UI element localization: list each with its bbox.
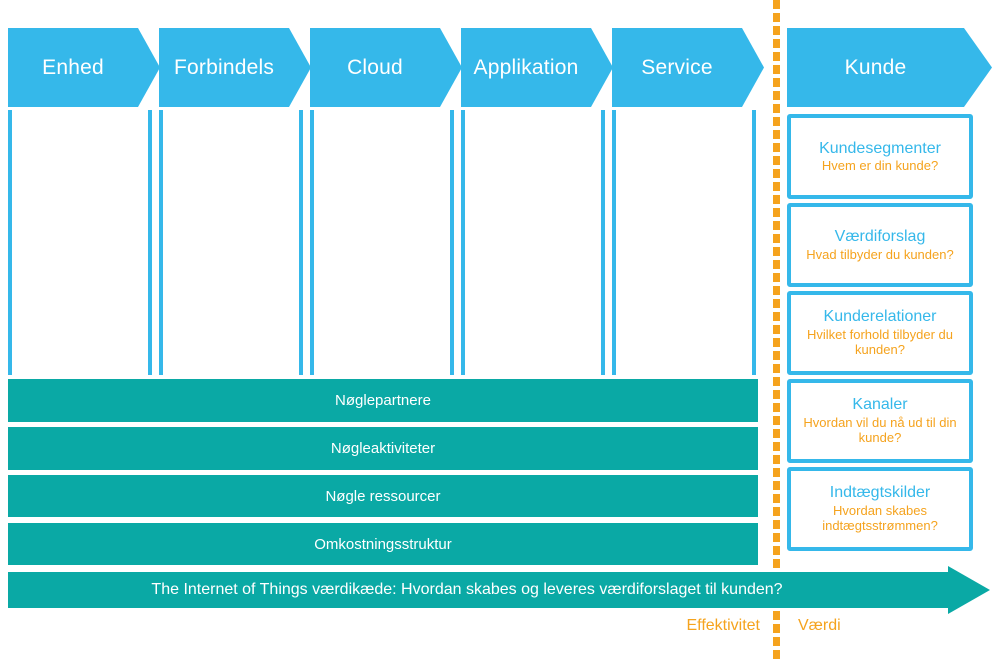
value-chain-header-service[interactable]: Service bbox=[612, 28, 764, 107]
card-title: Indtægtskilder bbox=[829, 484, 931, 502]
teal-bar-label: Nøgleaktiviteter bbox=[330, 440, 436, 457]
card-subtitle: Hvad tilbyder du kunden? bbox=[806, 246, 954, 262]
card-subtitle: Hvem er din kunde? bbox=[821, 158, 939, 174]
card-title: Kanaler bbox=[852, 396, 908, 414]
card-subtitle: Hvilket forhold tilbyder du kunden? bbox=[807, 327, 953, 358]
value-chain-header-cloud[interactable]: Cloud bbox=[310, 28, 462, 107]
value-chain-header-enhed[interactable]: Enhed bbox=[8, 28, 160, 107]
value-chain-header-label: Service bbox=[641, 55, 713, 79]
card-kunderelationer[interactable]: Kunderelationer Hvilket forhold tilbyder… bbox=[787, 291, 973, 375]
value-chain-header-label: Kunde bbox=[844, 55, 907, 79]
teal-bar-noegle-ressourcer[interactable]: Nøgle ressourcer bbox=[8, 475, 758, 517]
value-chain-header-forbindels[interactable]: Forbindels bbox=[159, 28, 311, 107]
value-chain-arrow-label: The Internet of Things værdikæde: Hvorda… bbox=[151, 581, 783, 598]
value-chain-header-label: Applikation bbox=[473, 55, 579, 79]
axis-label-effektivitet: Effektivitet bbox=[686, 617, 760, 634]
value-chain-panel-cloud[interactable] bbox=[310, 110, 454, 375]
teal-bar-noegleaktiviteter[interactable]: Nøgleaktiviteter bbox=[8, 427, 758, 470]
value-chain-header-label: Cloud bbox=[347, 55, 403, 79]
teal-bar-omkostningsstruktur[interactable]: Omkostningsstruktur bbox=[8, 523, 758, 565]
card-title: Kunderelationer bbox=[823, 308, 937, 326]
value-chain-panel-enhed[interactable] bbox=[8, 110, 152, 375]
card-title: Kundesegmenter bbox=[819, 139, 941, 157]
value-chain-arrow: The Internet of Things værdikæde: Hvorda… bbox=[8, 566, 990, 614]
teal-bar-label: Nøgle ressourcer bbox=[325, 487, 441, 505]
value-chain-panel-forbindels[interactable] bbox=[159, 110, 303, 375]
axis-label-vaerdi: Værdi bbox=[798, 617, 841, 634]
card-title: Værdiforslag bbox=[834, 228, 926, 245]
value-chain-header-label: Forbindels bbox=[173, 55, 275, 79]
card-indtaegtskilder[interactable]: Indtægtskilder Hvordan skabes indtægtsst… bbox=[787, 467, 973, 551]
card-kundesegmenter[interactable]: Kundesegmenter Hvem er din kunde? bbox=[787, 114, 973, 199]
card-subtitle: Hvordan skabes indtægtsstrømmen? bbox=[822, 503, 938, 534]
orange-dotted-divider bbox=[773, 0, 780, 659]
value-chain-header-label: Enhed bbox=[42, 55, 104, 79]
teal-bar-noeglepartnere[interactable]: Nøglepartnere bbox=[8, 379, 758, 422]
value-chain-header-applikation[interactable]: Applikation bbox=[461, 28, 613, 107]
card-subtitle: Hvordan vil du nå ud til din kunde? bbox=[803, 415, 957, 446]
value-chain-header-kunde[interactable]: Kunde bbox=[787, 28, 992, 107]
card-kanaler[interactable]: Kanaler Hvordan vil du nå ud til din kun… bbox=[787, 379, 973, 463]
card-vaerdiforslag[interactable]: Værdiforslag Hvad tilbyder du kunden? bbox=[787, 203, 973, 287]
teal-bar-label: Omkostningsstruktur bbox=[314, 535, 452, 553]
teal-bar-label: Nøglepartnere bbox=[335, 392, 431, 409]
value-chain-panel-applikation[interactable] bbox=[461, 110, 605, 375]
value-chain-panel-service[interactable] bbox=[612, 110, 756, 375]
